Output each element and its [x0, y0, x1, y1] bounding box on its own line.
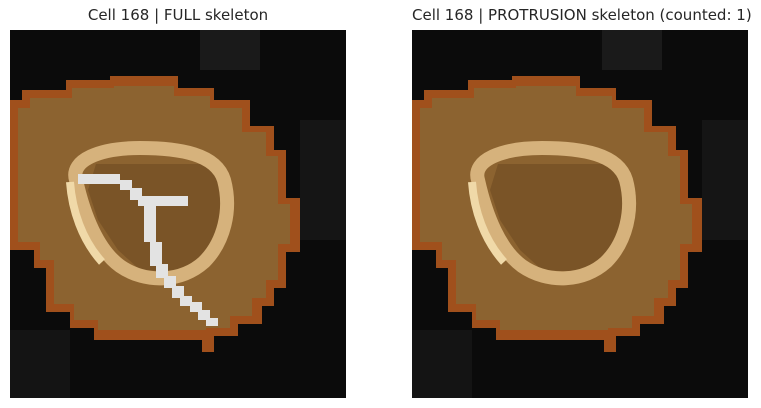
cell-interior — [490, 164, 624, 272]
ring-highlight — [66, 181, 106, 265]
background-noise — [200, 30, 260, 70]
ring-highlight — [468, 181, 508, 265]
background-noise — [10, 330, 70, 398]
panel-title-protrusion-skeleton: Cell 168 | PROTRUSION skeleton (counted:… — [412, 6, 752, 24]
background-noise — [300, 120, 346, 240]
background-noise — [412, 330, 472, 398]
background-noise — [702, 120, 748, 240]
protrusion-skeleton-image — [412, 30, 748, 398]
panel-title-full-skeleton: Cell 168 | FULL skeleton — [87, 6, 269, 24]
cell-ring — [68, 140, 234, 286]
background-noise — [602, 30, 662, 70]
full-skeleton-canvas — [10, 30, 346, 398]
skeleton-lines — [78, 174, 218, 326]
cell-ring — [470, 140, 636, 286]
full-skeleton-image — [10, 30, 346, 398]
protrusion-skeleton-canvas — [412, 30, 748, 398]
